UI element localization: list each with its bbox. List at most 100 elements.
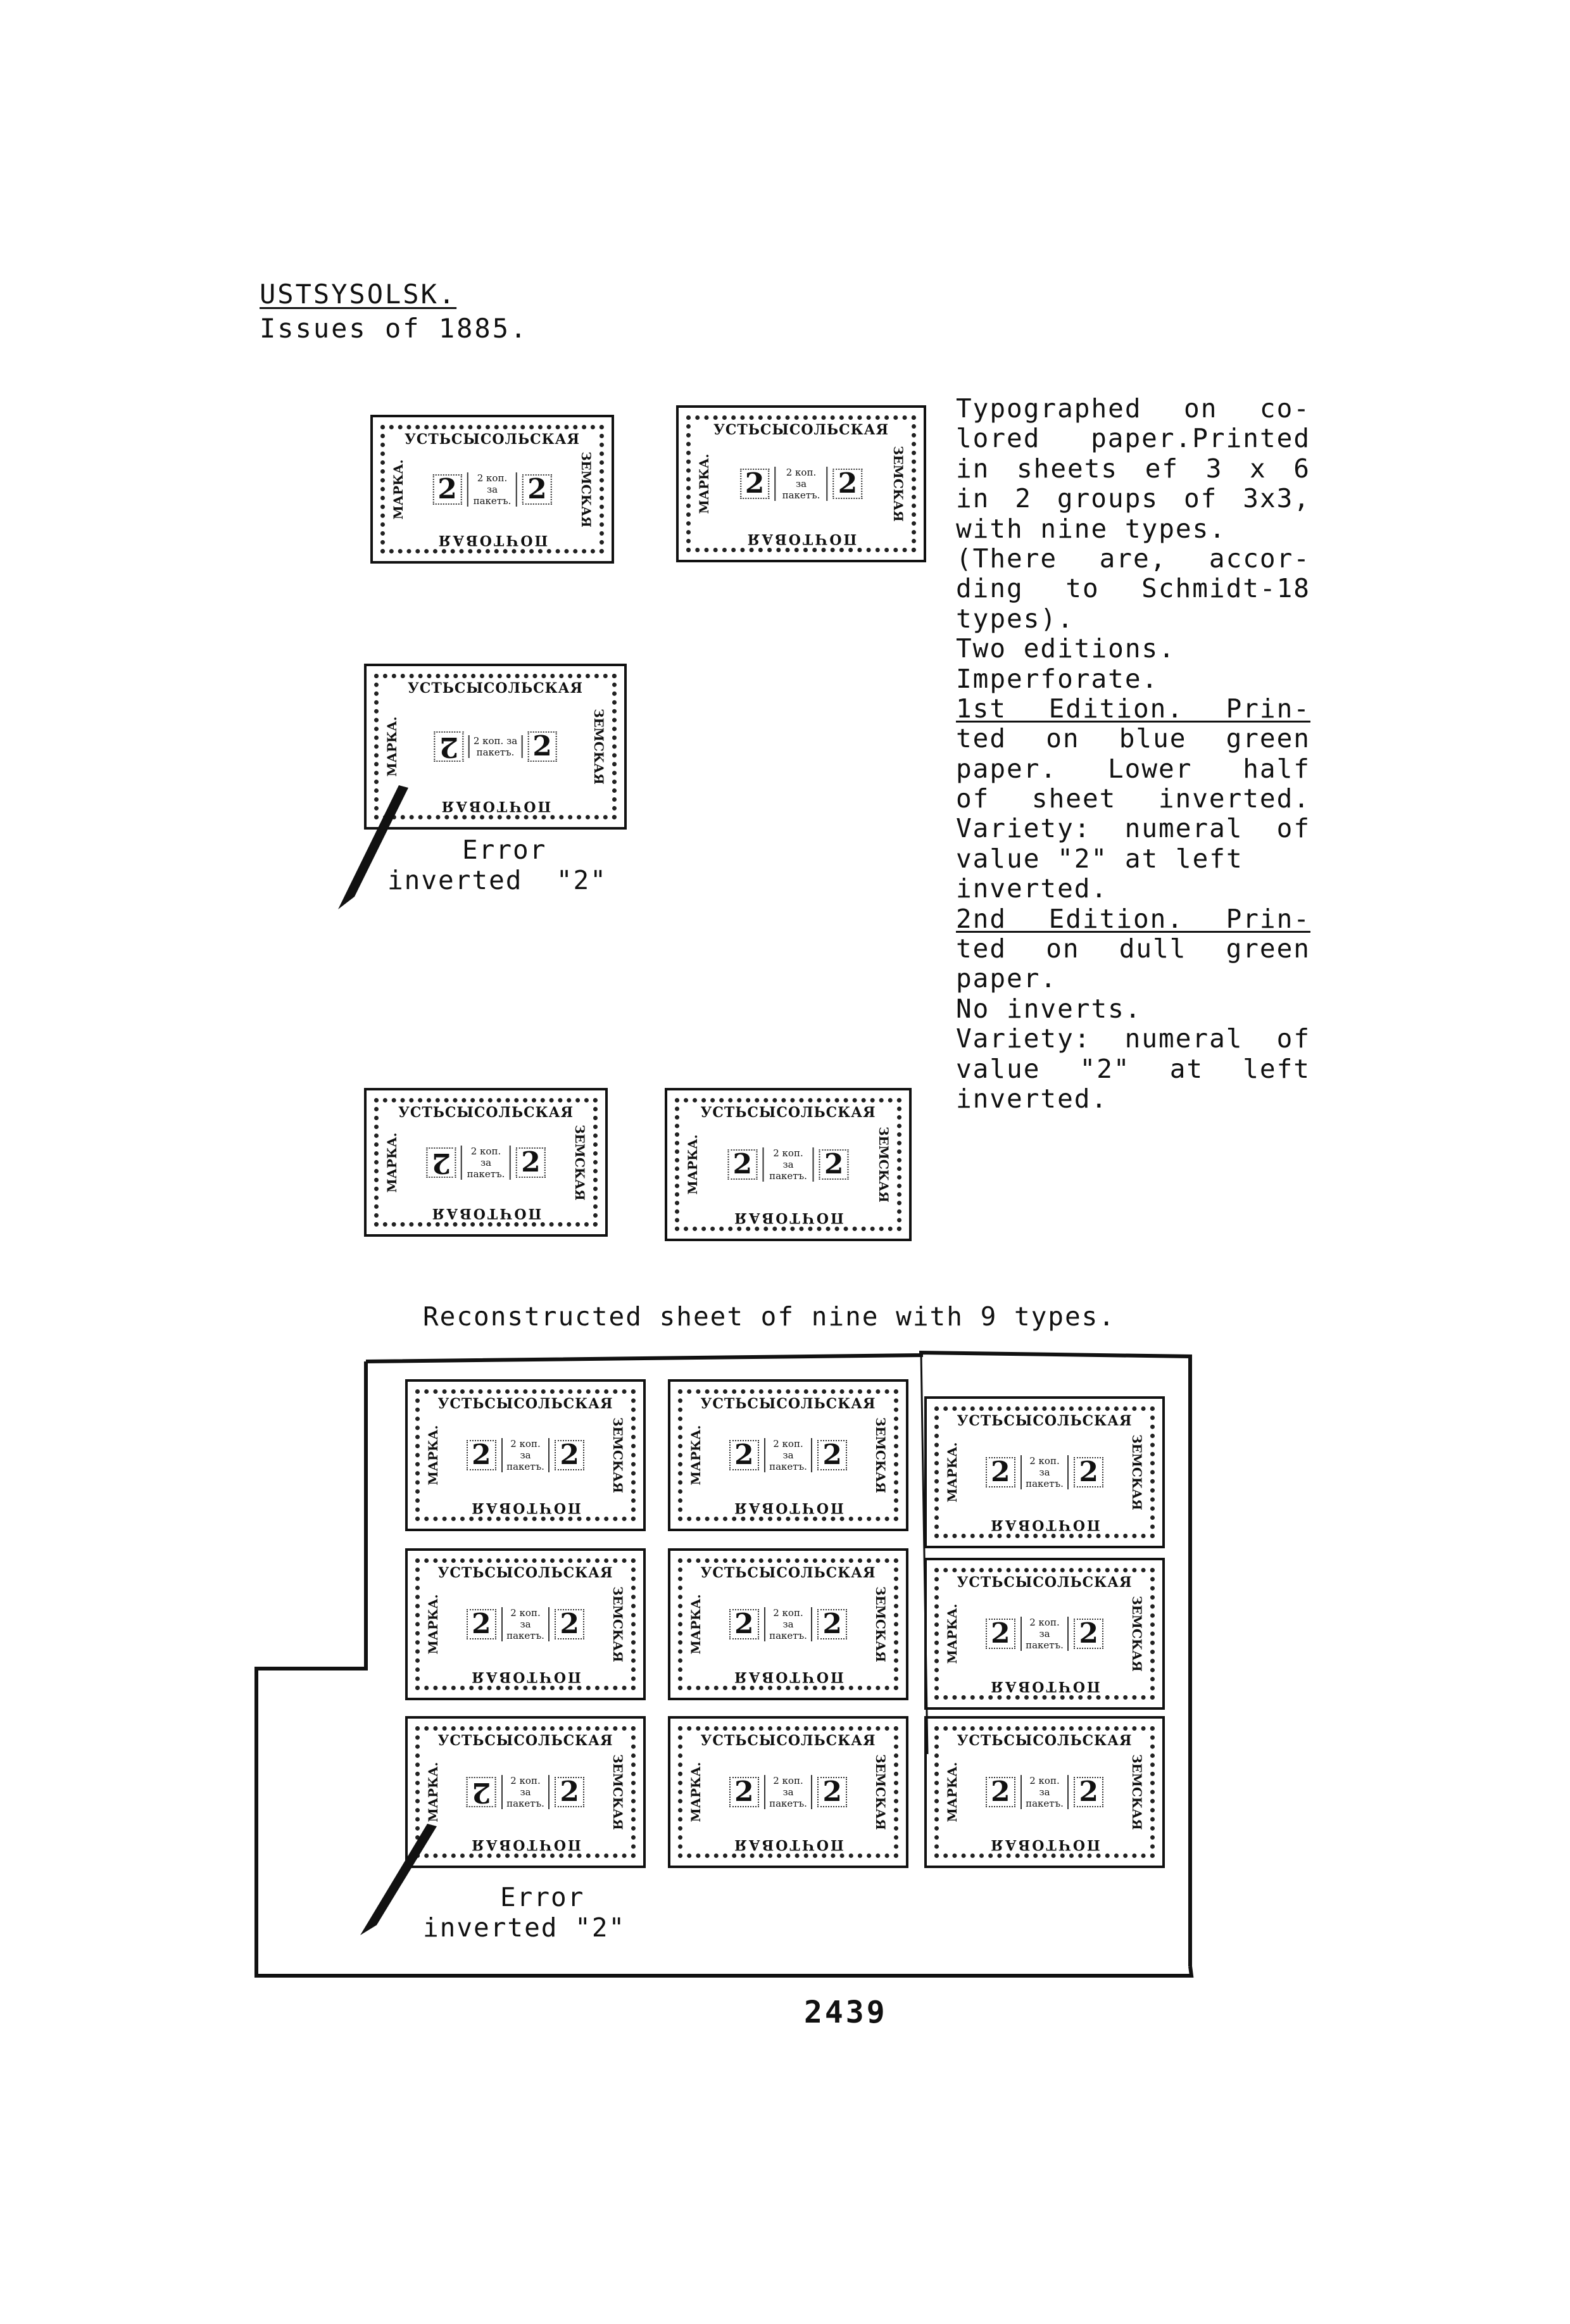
stamp-top-text: УСТЬСЫСОЛЬСКАЯ — [957, 1733, 1133, 1749]
stamp-top-text: УСТЬСЫСОЛЬСКАЯ — [957, 1574, 1133, 1591]
stamp-value-left: 2 — [729, 1777, 759, 1807]
stamp-value-left: 2 — [986, 1457, 1015, 1487]
stamp-value-right: 2 — [527, 731, 557, 762]
desc-line: paper. Lower half — [956, 753, 1310, 784]
desc-line-first-edition: 1st Edition. Prin- — [956, 693, 1310, 724]
stamp-top-text: УСТЬСЫСОЛЬСКАЯ — [437, 1396, 613, 1412]
desc-line: in 2 groups of 3x3, — [956, 483, 1310, 514]
desc-line: ding to Schmidt-18 — [956, 573, 1310, 604]
stamp-rate-line2: пакетъ. — [769, 1798, 807, 1809]
error-pointer-1-icon — [338, 785, 408, 909]
stamp-rate-line1: 2 коп. за — [473, 735, 518, 747]
stamp-rate-line2: пакетъ. — [1026, 1478, 1064, 1489]
stamp-value-right: 2 — [819, 1149, 849, 1180]
desc-line: Typographed on co- — [956, 393, 1310, 424]
stamp-rate-line2: пакетъ. — [506, 1630, 544, 1641]
stamp-ornament-border — [934, 1568, 1155, 1700]
stamp-left-text: МАРКА. — [391, 459, 406, 519]
stamp-top-text: УСТЬСЫСОЛЬСКАЯ — [398, 1104, 574, 1121]
stamp-value-left: 2 — [727, 1149, 758, 1180]
heading-subtitle: Issues of 1885. — [260, 313, 529, 344]
stamp-right-text: ЗЕМСКАЯ — [591, 709, 606, 785]
stamp-bottom-text: ПОЧТОВАЯ — [436, 532, 548, 548]
error-caption-1-line2: inverted "2" — [387, 865, 607, 895]
stamp-top-text: УСТЬСЫСОЛЬСКАЯ — [700, 1396, 876, 1412]
error-caption-1-line1: Error — [462, 835, 547, 865]
stamp-value-right: 2 — [555, 1440, 584, 1470]
stamp-rate-line1: 2 коп. за — [510, 1775, 541, 1798]
stamp-rate-line1: 2 коп. за — [510, 1607, 541, 1630]
error-caption-2-line2: inverted "2" — [423, 1912, 626, 1943]
stamp-rate-line2: пакетъ. — [506, 1798, 544, 1809]
error-caption-2-line1: Error — [500, 1882, 585, 1912]
stamp-rate-line2: пакетъ. — [506, 1461, 544, 1472]
page-heading: USTSYSOLSK. Issues of 1885. — [260, 277, 528, 346]
stamp-ornament-border — [678, 1389, 898, 1521]
desc-line: Variety: numeral of — [956, 813, 1310, 844]
stamp-bottom-text: ПОЧТОВАЯ — [745, 531, 857, 547]
stamp-ornament-border — [374, 674, 617, 819]
sheet-outline — [254, 1350, 1194, 1978]
desc-line: types). — [956, 603, 1074, 634]
stamp-value-right: 2 — [832, 469, 863, 499]
stamp-left-text: МАРКА. — [685, 1134, 700, 1195]
desc-line: ted on blue green — [956, 723, 1310, 754]
stamp-ornament-border — [415, 1558, 636, 1690]
stamp-rate-line1: 2 коп. за — [773, 1438, 803, 1461]
stamp-value-right: 2 — [817, 1609, 847, 1639]
sheet-caption: Reconstructed sheet of nine with 9 types… — [423, 1301, 1116, 1332]
desc-line: in sheets ef 3 x 6 — [956, 453, 1310, 484]
stamp-rate-line2: пакетъ. — [473, 495, 512, 507]
error-pointer-2-icon — [360, 1824, 437, 1935]
stamp-value-right: 2 — [555, 1609, 584, 1639]
stamp-value-right: 2 — [555, 1777, 584, 1807]
desc-line: with nine types. — [956, 513, 1226, 544]
stamp-rate-line2: пакетъ. — [769, 1630, 807, 1641]
stamp-rate-line2: пакетъ. — [769, 1461, 807, 1472]
stamp-rate-line2: пакетъ. — [1026, 1639, 1064, 1651]
desc-line: value "2" at left — [956, 843, 1243, 874]
stamp-value-left: 2 — [467, 1440, 496, 1470]
stamp-value-right: 2 — [1074, 1619, 1103, 1649]
desc-line: No inverts. — [956, 993, 1142, 1024]
stamp-value-left-inverted: 2 — [426, 1147, 456, 1179]
desc-line: ted on dull green — [956, 933, 1310, 964]
stamp-value-right: 2 — [1074, 1457, 1103, 1487]
stamp-value-right: 2 — [817, 1777, 847, 1807]
stamp-rate-line2: пакетъ. — [769, 1170, 807, 1182]
desc-line: of sheet inverted. — [956, 783, 1310, 814]
stamp-top-text: УСТЬСЫСОЛЬСКАЯ — [700, 1104, 876, 1121]
stamp-top-text: УСТЬСЫСОЛЬСКАЯ — [700, 1565, 876, 1581]
desc-line: (There are, accor- — [956, 543, 1310, 574]
stamp-rate-line2: пакетъ. — [782, 489, 820, 501]
stamp-rate-line1: 2 коп. за — [477, 472, 508, 495]
stamp-value-left: 2 — [729, 1440, 759, 1470]
stamp-top-text: УСТЬСЫСОЛЬСКАЯ — [405, 431, 580, 448]
